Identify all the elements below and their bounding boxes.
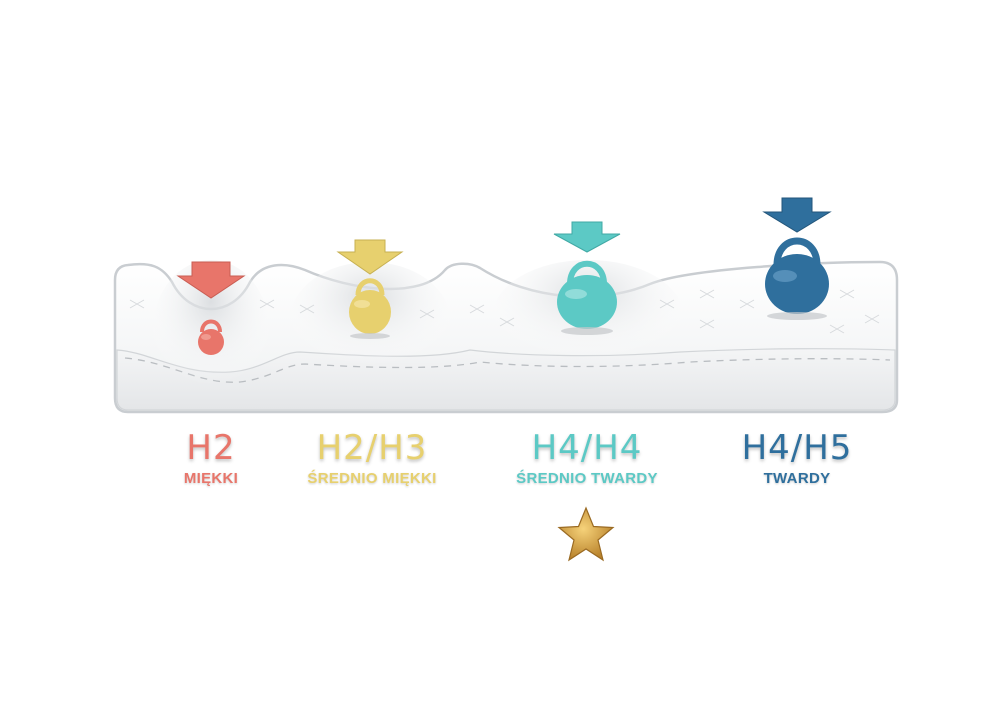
grade-h4h5: H4/H5	[741, 428, 853, 468]
grade-h2h3: H2/H3	[316, 428, 428, 468]
star-icon	[557, 506, 615, 562]
stitch-line	[124, 357, 891, 383]
level-h4h5-marker	[762, 197, 832, 320]
label-h4h5: H4/H5 TWARDY	[677, 428, 917, 488]
description-h4h5: TWARDY	[763, 470, 831, 487]
label-h2h3: H2/H3 ŚREDNIO MIĘKKI	[252, 428, 492, 488]
arrow-down-icon	[553, 221, 621, 253]
label-h4h4: H4/H4 ŚREDNIO TWARDY	[467, 428, 707, 488]
label-h2: H2 MIĘKKI	[91, 428, 331, 488]
description-h4h4: ŚREDNIO TWARDY	[516, 470, 658, 487]
quilt-pattern	[129, 289, 880, 334]
level-h4h4-marker	[553, 221, 621, 335]
description-h2: MIĘKKI	[183, 470, 239, 487]
arrow-down-icon	[176, 261, 246, 299]
kettlebell-icon	[765, 237, 829, 320]
arrow-down-icon	[336, 239, 404, 275]
grade-h2: H2	[186, 428, 236, 468]
level-h2h3-marker	[336, 239, 404, 339]
arrow-down-icon	[762, 197, 832, 233]
mattress	[113, 260, 899, 414]
firmness-labels: H2 MIĘKKI H2/H3 ŚREDNIO MIĘKKI H4/H4 ŚRE…	[0, 428, 1000, 508]
grade-h4h4: H4/H4	[531, 428, 643, 468]
level-h2-marker	[176, 261, 246, 355]
kettlebell-icon	[349, 278, 391, 339]
kettlebell-icon	[557, 260, 617, 335]
kettlebell-icon	[198, 319, 224, 355]
description-h2h3: ŚREDNIO MIĘKKI	[307, 470, 437, 487]
